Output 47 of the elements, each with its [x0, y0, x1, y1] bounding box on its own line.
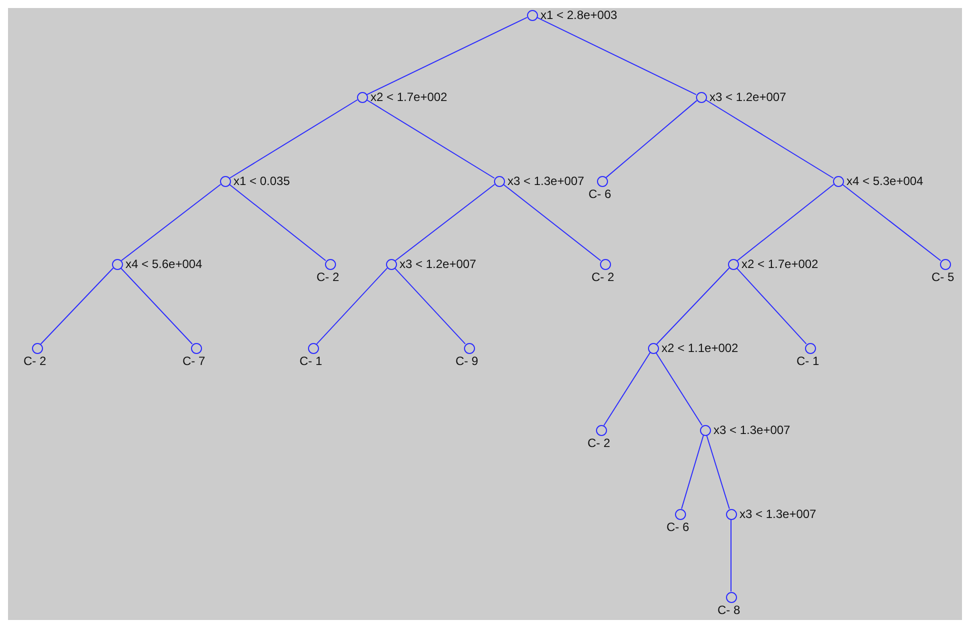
split-condition: x3 < 1.2e+007 [710, 90, 786, 104]
tree-branch [394, 268, 466, 344]
tree-branch [736, 184, 834, 262]
tree-branch [536, 16, 697, 96]
split-condition: x3 < 1.3e+007 [740, 507, 816, 521]
split-condition: x3 < 1.3e+007 [508, 174, 584, 188]
tree-branch [120, 268, 193, 344]
class-label: C- 2 [24, 354, 46, 368]
tree-branch [656, 267, 730, 345]
split-condition: x1 < 0.035 [234, 174, 290, 188]
split-condition: x1 < 2.8e+003 [540, 8, 618, 22]
class-label: C- 1 [300, 354, 322, 368]
split-condition: x4 < 5.3e+004 [846, 174, 924, 188]
tree-branch [730, 519, 732, 592]
class-label: C- 7 [182, 354, 206, 368]
class-label: C- 2 [316, 270, 340, 284]
tree-branch [655, 352, 703, 426]
class-label: C- 6 [588, 186, 612, 200]
class-label: C- 5 [932, 270, 954, 284]
tree-branch [603, 352, 651, 426]
tree-branch [736, 268, 807, 344]
tree-branch [705, 99, 834, 179]
class-label: C- 6 [666, 520, 690, 534]
split-condition: x2 < 1.1e+002 [662, 341, 738, 355]
tree-branch [366, 99, 495, 179]
split-condition: x2 < 1.7e+002 [742, 257, 818, 271]
class-label: C- 8 [718, 602, 740, 616]
tree-branch [228, 184, 326, 262]
tree-branch [316, 268, 388, 344]
tree-branch [120, 184, 222, 262]
tree-branch [606, 100, 698, 178]
tree-branch [394, 184, 496, 262]
split-condition: x2 < 1.7e+002 [370, 90, 448, 104]
tree-branch [681, 434, 704, 510]
tree-branch [366, 16, 528, 96]
tree-branch [229, 99, 358, 179]
tree-branch [40, 267, 114, 345]
split-condition: x3 < 1.3e+007 [714, 423, 790, 437]
split-condition: x4 < 5.6e+004 [126, 257, 202, 271]
class-label: C- 9 [456, 354, 478, 368]
split-condition: x3 < 1.2e+007 [400, 257, 476, 271]
tree-branch [502, 184, 602, 262]
class-label: C- 1 [796, 354, 820, 368]
tree-branch [706, 434, 730, 510]
class-label: C- 2 [592, 270, 614, 284]
class-label: C- 2 [588, 436, 610, 450]
tree-branch [842, 184, 942, 262]
